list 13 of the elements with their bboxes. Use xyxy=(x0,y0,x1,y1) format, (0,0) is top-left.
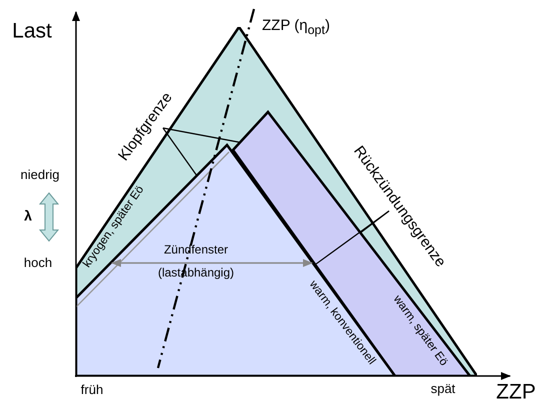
lambda-symbol: λ xyxy=(24,208,32,224)
scale-label: hoch xyxy=(24,256,52,270)
scale-label: niedrig xyxy=(20,168,60,182)
leader-line xyxy=(162,128,198,176)
leader-line xyxy=(360,210,390,234)
leader-line xyxy=(314,210,390,266)
scale-label: spät xyxy=(430,382,456,396)
leader-line xyxy=(162,127,240,143)
axis-title: ZZP xyxy=(496,380,536,403)
scale-label: früh xyxy=(80,382,104,398)
axis-title: Last xyxy=(12,19,52,43)
line-label: ZZP (η$_{opt}$) xyxy=(262,18,330,38)
late-exhaust-area xyxy=(233,112,470,376)
